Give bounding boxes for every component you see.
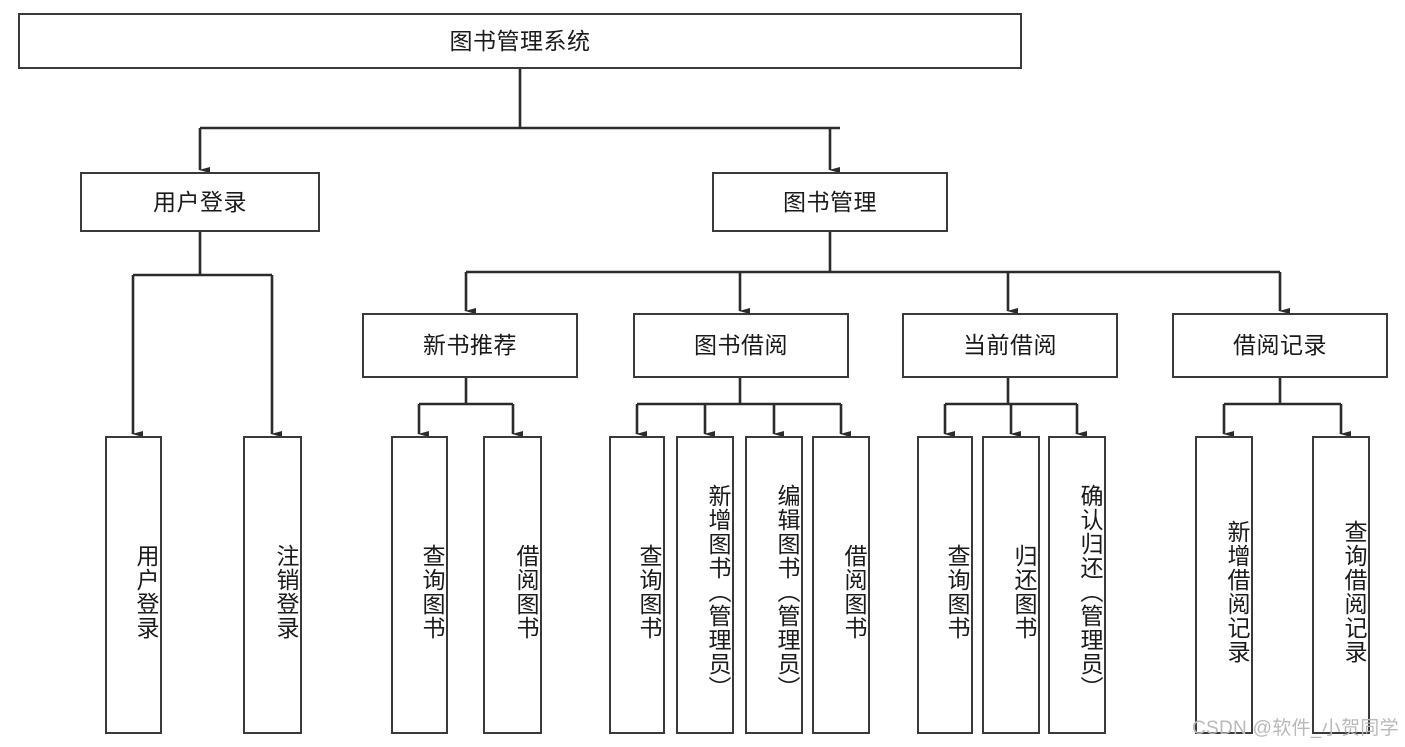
node-leaf-add-borrow-record[interactable]: 新增借阅记录: [1195, 436, 1253, 734]
node-label: 当前借阅: [963, 332, 1057, 359]
node-leaf-user-login[interactable]: 用户登录: [105, 436, 162, 734]
node-leaf-borrow-book-borrowing[interactable]: 借阅图书: [812, 436, 870, 734]
node-leaf-query-book-borrowing[interactable]: 查询图书: [609, 436, 665, 734]
node-leaf-confirm-return-admin[interactable]: 确认归还（管理员）: [1048, 436, 1106, 734]
node-leaf-logout[interactable]: 注销登录: [243, 436, 302, 734]
node-leaf-add-book-admin[interactable]: 新增图书（管理员）: [676, 436, 734, 734]
node-leaf-query-book-newbook[interactable]: 查询图书: [391, 436, 448, 734]
node-leaf-borrow-book-newbook[interactable]: 借阅图书: [483, 436, 542, 734]
node-book-borrowing[interactable]: 图书借阅: [633, 313, 849, 378]
node-new-book-recommendation[interactable]: 新书推荐: [362, 313, 578, 378]
node-book-management[interactable]: 图书管理: [712, 172, 948, 232]
node-label: 归还图书: [1011, 544, 1037, 640]
node-root-book-management-system[interactable]: 图书管理系统: [18, 13, 1022, 69]
node-label: 新书推荐: [423, 332, 517, 359]
node-leaf-return-book[interactable]: 归还图书: [982, 436, 1040, 734]
node-label: 新增借阅记录: [1224, 520, 1250, 664]
node-user-login[interactable]: 用户登录: [80, 172, 320, 232]
node-label: 注销登录: [273, 544, 299, 640]
node-borrow-record[interactable]: 借阅记录: [1172, 313, 1388, 378]
node-label: 借阅图书: [513, 544, 539, 640]
node-current-borrowing[interactable]: 当前借阅: [902, 313, 1118, 378]
csdn-watermark: CSDN @软件_小贺同学: [1192, 718, 1399, 739]
node-leaf-query-borrow-record[interactable]: 查询借阅记录: [1312, 436, 1370, 734]
node-label: 图书管理系统: [449, 27, 591, 54]
node-leaf-edit-book-admin[interactable]: 编辑图书（管理员）: [745, 436, 803, 734]
node-label: 借阅图书: [841, 544, 867, 640]
node-label: 编辑图书（管理员）: [774, 484, 800, 700]
node-label: 查询图书: [944, 544, 970, 640]
node-label: 确认归还（管理员）: [1077, 484, 1103, 700]
node-label: 新增图书（管理员）: [705, 484, 731, 700]
node-label: 查询图书: [419, 544, 445, 640]
node-label: 借阅记录: [1233, 332, 1327, 359]
node-leaf-query-book-current[interactable]: 查询图书: [917, 436, 973, 734]
node-label: 图书借阅: [694, 332, 788, 359]
node-label: 查询借阅记录: [1341, 520, 1367, 664]
node-label: 用户登录: [153, 188, 247, 215]
node-label: 查询图书: [636, 544, 662, 640]
node-label: 图书管理: [783, 188, 877, 215]
node-label: 用户登录: [133, 544, 159, 640]
